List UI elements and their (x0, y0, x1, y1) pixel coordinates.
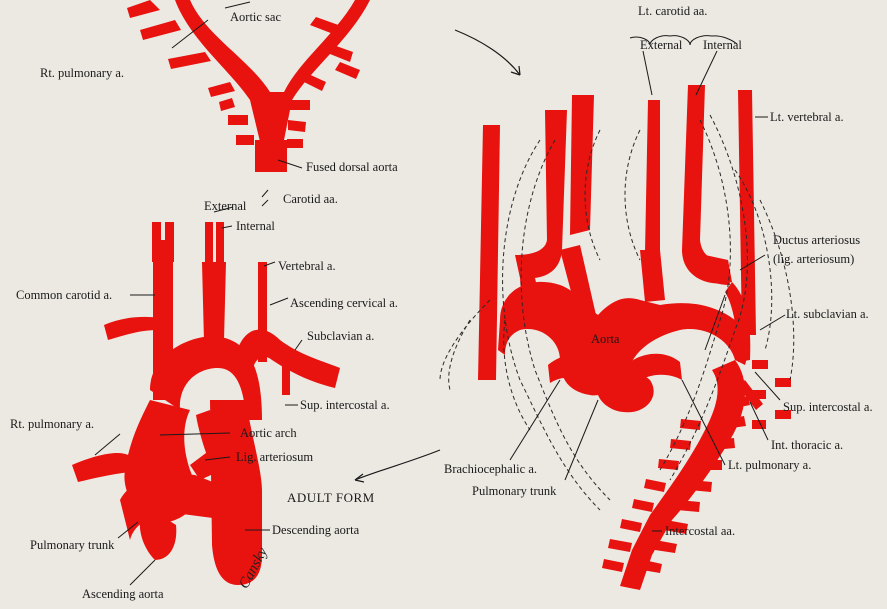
label-brachiocephalic: Brachiocephalic a. (444, 462, 537, 476)
label-lt-vertebral: Lt. vertebral a. (770, 110, 844, 124)
label-subclavian: Subclavian a. (307, 329, 374, 343)
label-lt-pulmonary: Lt. pulmonary a. (728, 458, 811, 472)
label-ascending-cervical: Ascending cervical a. (290, 296, 398, 310)
label-external-right: External (640, 38, 682, 52)
label-ascending-aorta: Ascending aorta (82, 587, 164, 601)
label-aortic-arch: Aortic arch (240, 426, 297, 440)
label-descending-aorta: Descending aorta (272, 523, 359, 537)
label-common-carotid: Common carotid a. (16, 288, 112, 302)
label-lig-arteriosum-paren: (lig. arteriosum) (773, 252, 854, 266)
embryonic-fused-aorta (127, 0, 370, 172)
label-lt-subclavian: Lt. subclavian a. (786, 307, 869, 321)
label-lig-arteriosum: Lig. arteriosum (236, 450, 313, 464)
label-rt-pulmonary-bottom: Rt. pulmonary a. (10, 417, 94, 431)
label-pulmonary-trunk-right: Pulmonary trunk (472, 484, 556, 498)
label-aorta: Aorta (591, 332, 619, 346)
label-sup-intercostal-right: Sup. intercostal a. (783, 400, 873, 414)
label-aortic-sac: Aortic sac (230, 10, 281, 24)
label-rt-pulmonary-top: Rt. pulmonary a. (40, 66, 124, 80)
label-lt-carotid-aa: Lt. carotid aa. (638, 4, 707, 18)
label-internal-right: Internal (703, 38, 742, 52)
label-intercostal-aa: Intercostal aa. (665, 524, 735, 538)
label-internal-left: Internal (236, 219, 275, 233)
arch-derivatives-diagram (478, 85, 791, 590)
label-vertebral: Vertebral a. (278, 259, 336, 273)
label-pulmonary-trunk-left: Pulmonary trunk (30, 538, 114, 552)
label-external-left: External (204, 199, 246, 213)
label-sup-intercostal-left: Sup. intercostal a. (300, 398, 390, 412)
label-fused-dorsal-aorta: Fused dorsal aorta (306, 160, 398, 174)
label-carotid-aa: Carotid aa. (283, 192, 338, 206)
label-adult-form: ADULT FORM (287, 491, 375, 505)
label-ductus-arteriosus: Ductus arteriosus (773, 233, 860, 247)
label-int-thoracic: Int. thoracic a. (771, 438, 843, 452)
